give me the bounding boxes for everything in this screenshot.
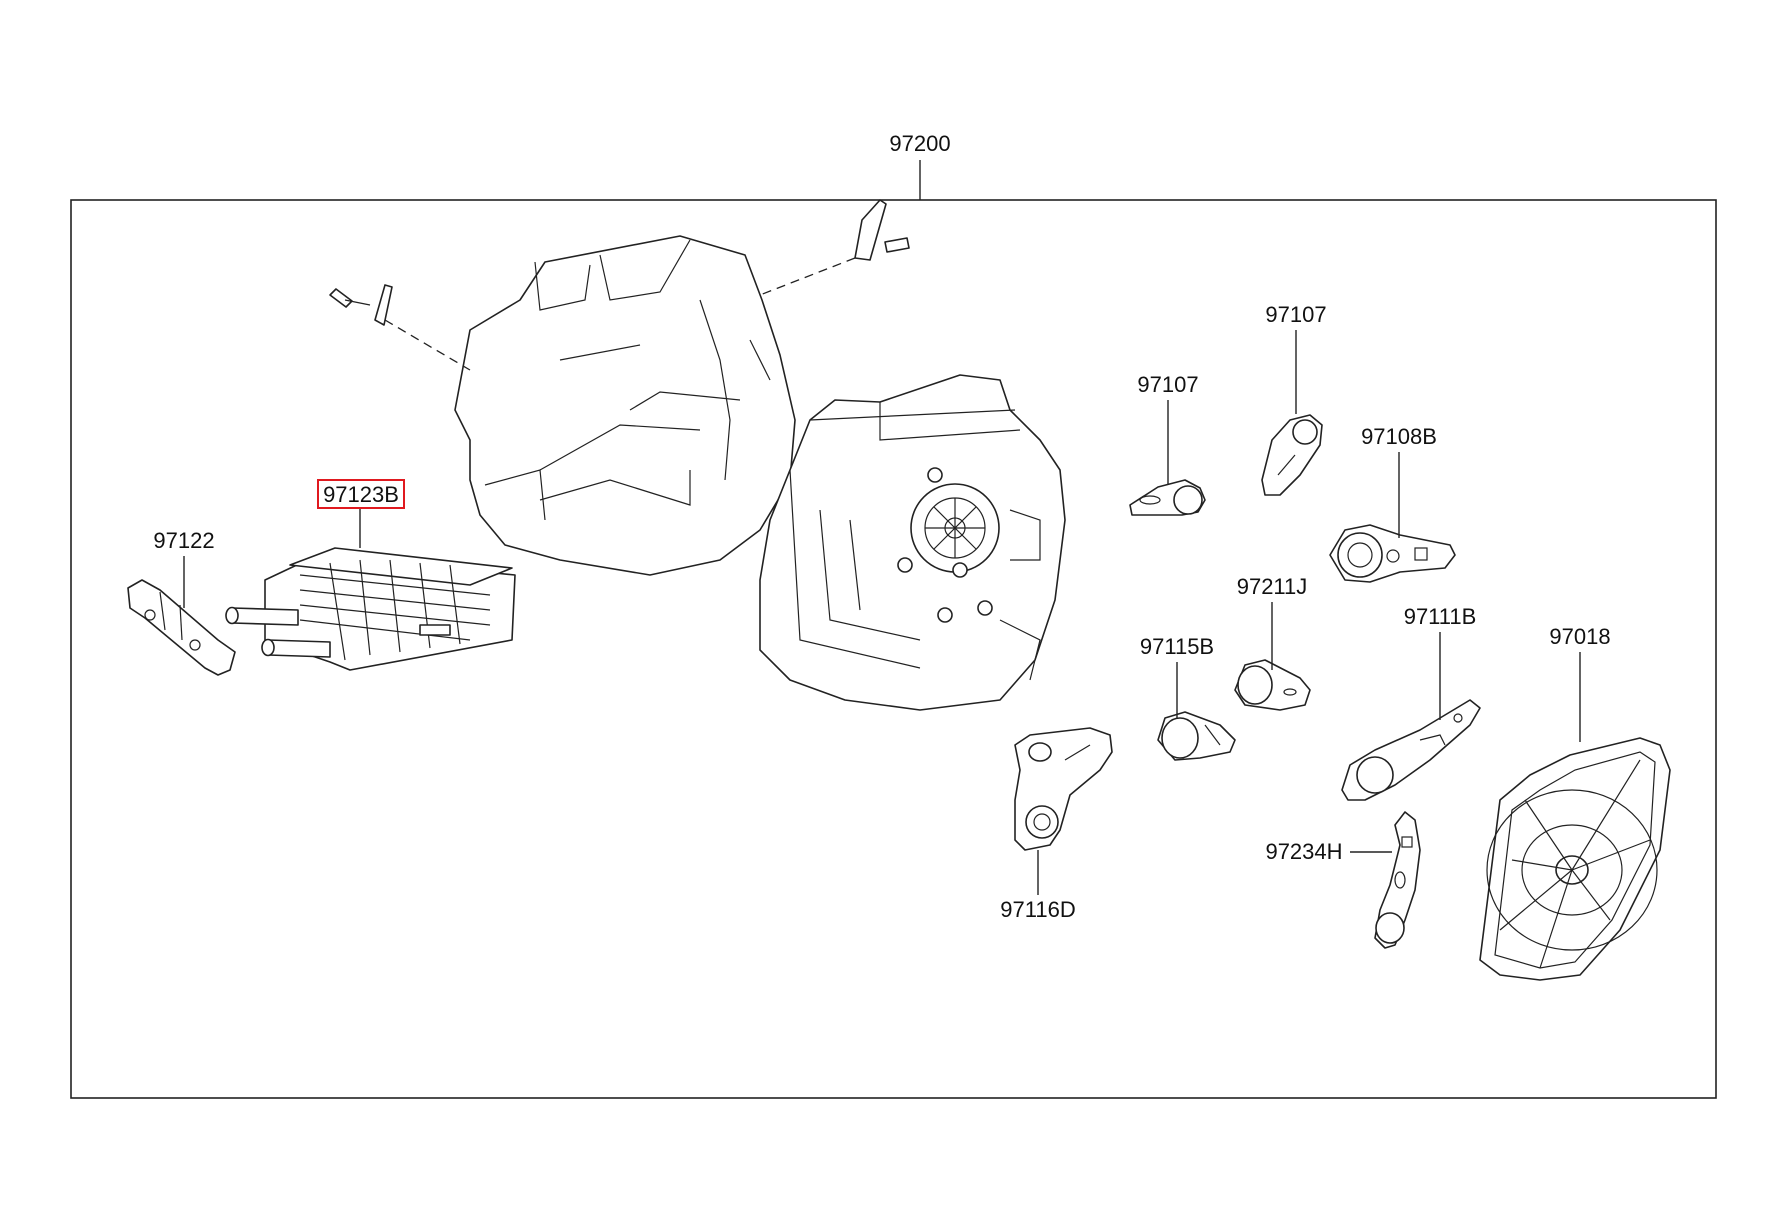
label-97115b[interactable]: 97115B: [1140, 634, 1214, 659]
left-screw-bracket: [329, 284, 471, 371]
label-97122[interactable]: 97122: [153, 528, 214, 553]
label-97107-left[interactable]: 97107: [1137, 372, 1198, 397]
lever-97234h: [1374, 811, 1421, 949]
label-97018[interactable]: 97018: [1549, 624, 1610, 649]
lever-97107-left: [1129, 479, 1206, 516]
label-97116d[interactable]: 97116D: [1000, 897, 1075, 922]
label-97107-right[interactable]: 97107: [1265, 302, 1326, 327]
label-97108b[interactable]: 97108B: [1361, 424, 1437, 449]
lever-97107-right: [1261, 414, 1323, 496]
label-97111b[interactable]: 97111B: [1404, 604, 1477, 629]
center-blower-housing: [759, 374, 1066, 711]
label-97200[interactable]: 97200: [889, 131, 950, 156]
right-screw-bracket: [759, 199, 910, 296]
label-97123b[interactable]: 97123B: [323, 482, 399, 507]
lever-97211j: [1234, 659, 1311, 711]
left-case-housing: [454, 235, 796, 576]
seal-part: [127, 579, 236, 676]
blower-cover-97018: [1479, 737, 1671, 981]
lever-97108b: [1329, 524, 1456, 583]
lever-97115b: [1157, 711, 1236, 761]
assembly-frame: [70, 199, 1717, 1099]
lever-97111b: [1341, 699, 1481, 801]
label-97211j[interactable]: 97211J: [1237, 574, 1308, 599]
highlight-box-97123b: [317, 479, 405, 509]
heater-core: [225, 547, 516, 671]
bracket-97116d: [1014, 727, 1113, 851]
label-97234h[interactable]: 97234H: [1265, 839, 1342, 864]
